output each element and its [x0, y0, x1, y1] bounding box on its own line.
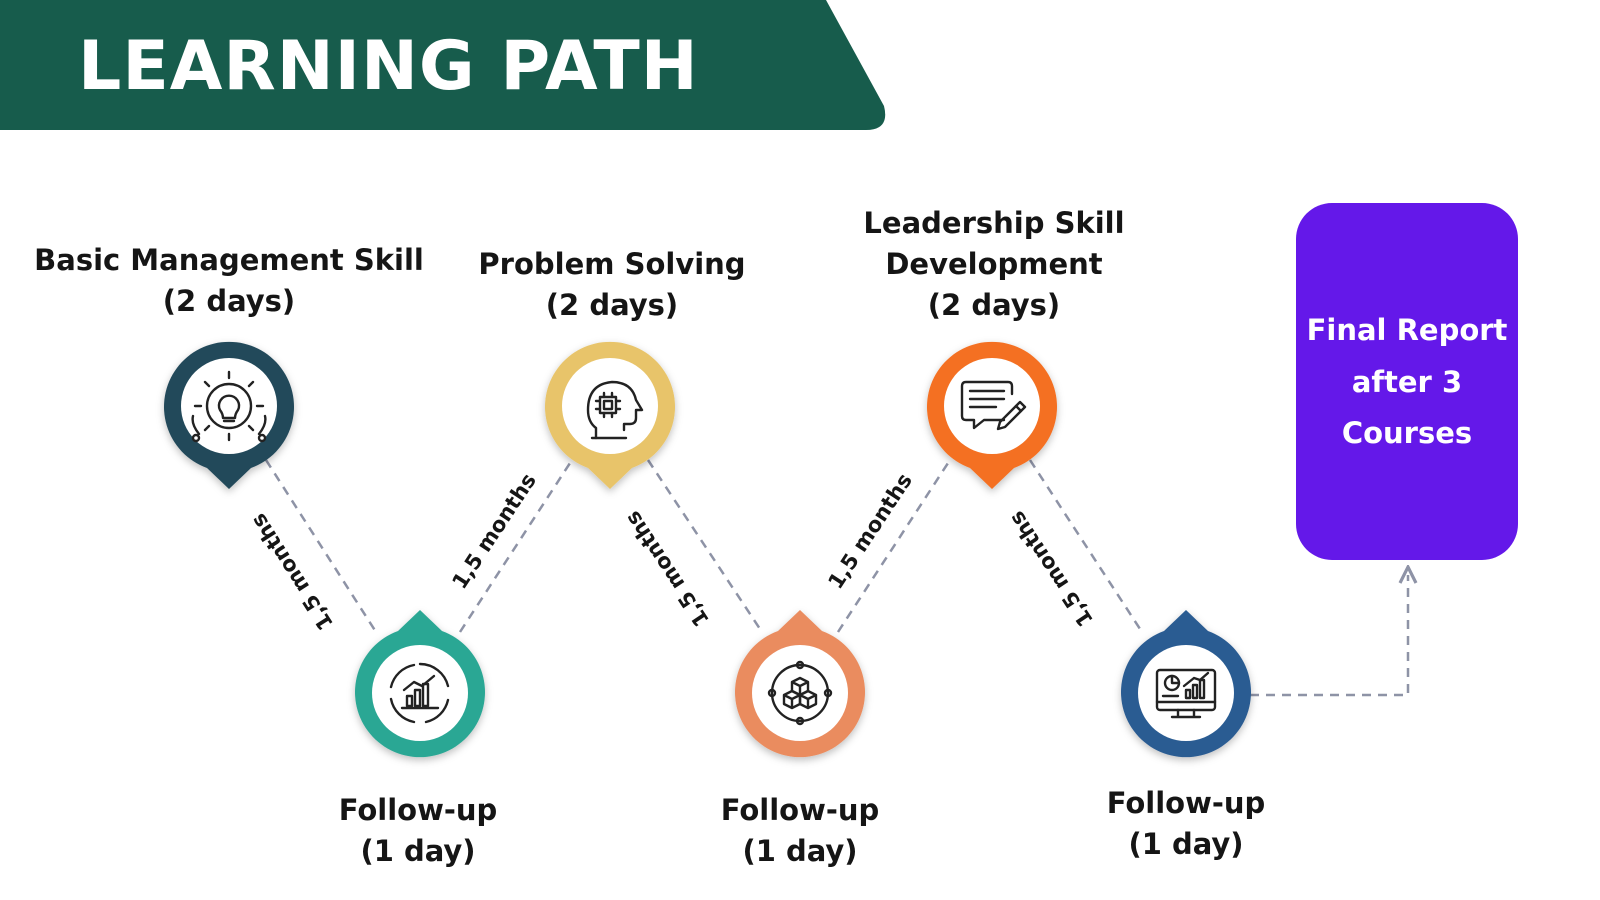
node-follow-up-3: Follow-up (1 day) — [1107, 610, 1266, 861]
node-title-line2: (1 day) — [1128, 827, 1243, 861]
node-title-line1: Follow-up — [1107, 786, 1266, 820]
final-connector — [1250, 575, 1408, 697]
connector-3 — [646, 459, 764, 633]
node-problem-solving: Problem Solving (2 days) — [478, 247, 746, 489]
node-inner-circle — [562, 358, 658, 454]
duration-label-5: 1,5 months — [1004, 507, 1098, 631]
cubes-network-icon — [767, 660, 833, 726]
duration-label-2: 1,5 months — [447, 469, 541, 593]
duration-label-3: 1,5 months — [620, 507, 714, 631]
final-report-line1: Final Report — [1307, 313, 1508, 347]
circular-chart-icon — [389, 662, 450, 724]
node-basic-management: Basic Management Skill (2 days) — [34, 243, 424, 489]
final-report-background — [1296, 203, 1518, 560]
node-title-line1: Leadership Skill — [863, 206, 1124, 240]
duration-labels: 1,5 months 1,5 months 1,5 months 1,5 mon… — [246, 469, 1098, 634]
node-title-line2: (2 days) — [546, 288, 678, 322]
node-follow-up-2: Follow-up (1 day) — [721, 610, 880, 868]
node-title-line2: Development — [885, 247, 1102, 281]
node-title-line3: (2 days) — [928, 288, 1060, 322]
document-pen-icon — [960, 380, 1027, 431]
connector-2 — [458, 459, 574, 633]
node-title-line2: (2 days) — [163, 284, 295, 318]
connectors — [264, 459, 1408, 697]
node-title-line1: Basic Management Skill — [34, 243, 424, 277]
page-title: LEARNING PATH — [78, 27, 699, 106]
final-report-line3: Courses — [1342, 416, 1472, 450]
head-chip-icon — [586, 380, 644, 440]
gear-lightbulb-icon — [191, 370, 267, 443]
node-follow-up-1: Follow-up (1 day) — [339, 610, 498, 868]
duration-label-1: 1,5 months — [246, 509, 338, 634]
node-leadership-development: Leadership Skill Development (2 days) — [863, 206, 1125, 489]
connector-4 — [836, 459, 952, 633]
node-title-line1: Follow-up — [339, 793, 498, 827]
node-title-line1: Follow-up — [721, 793, 880, 827]
node-title-line2: (1 day) — [360, 834, 475, 868]
title-banner — [0, 0, 886, 130]
connector-5 — [1028, 459, 1144, 633]
connector-1 — [264, 459, 378, 633]
node-title-line1: Problem Solving — [478, 247, 745, 281]
monitor-chart-icon — [1155, 668, 1217, 719]
final-report-line2: after 3 — [1352, 365, 1462, 399]
node-title-line2: (1 day) — [742, 834, 857, 868]
final-report-box: Final Report after 3 Courses — [1296, 203, 1518, 560]
